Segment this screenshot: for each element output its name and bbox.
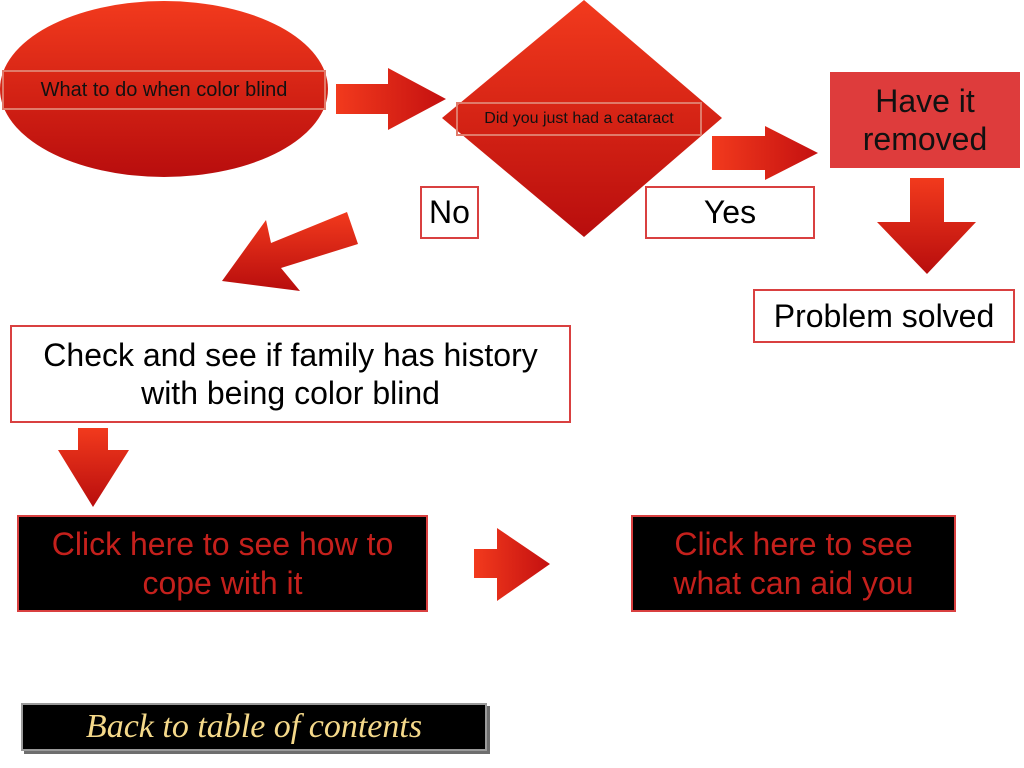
arrow-right-icon [474,528,550,601]
arrow-right-icon [712,126,818,180]
yes-label: Yes [645,186,815,239]
start-ellipse [0,1,328,177]
start-label: What to do when color blind [2,70,326,110]
problem-solved-box: Problem solved [753,289,1015,343]
check-family-box: Check and see if family has history with… [10,325,571,423]
decision-diamond [442,0,722,237]
question-label: Did you just had a cataract [456,102,702,136]
arrow-down-left-icon [222,212,358,291]
arrow-right-icon [336,68,446,130]
have-it-removed-box: Have it removed [830,72,1020,168]
back-to-contents-button[interactable]: Back to table of contents [21,703,487,751]
arrow-down-icon [58,428,129,507]
no-label: No [420,186,479,239]
aid-link-button[interactable]: Click here to see what can aid you [631,515,956,612]
cope-link-button[interactable]: Click here to see how to cope with it [17,515,428,612]
arrow-down-icon [877,178,976,274]
